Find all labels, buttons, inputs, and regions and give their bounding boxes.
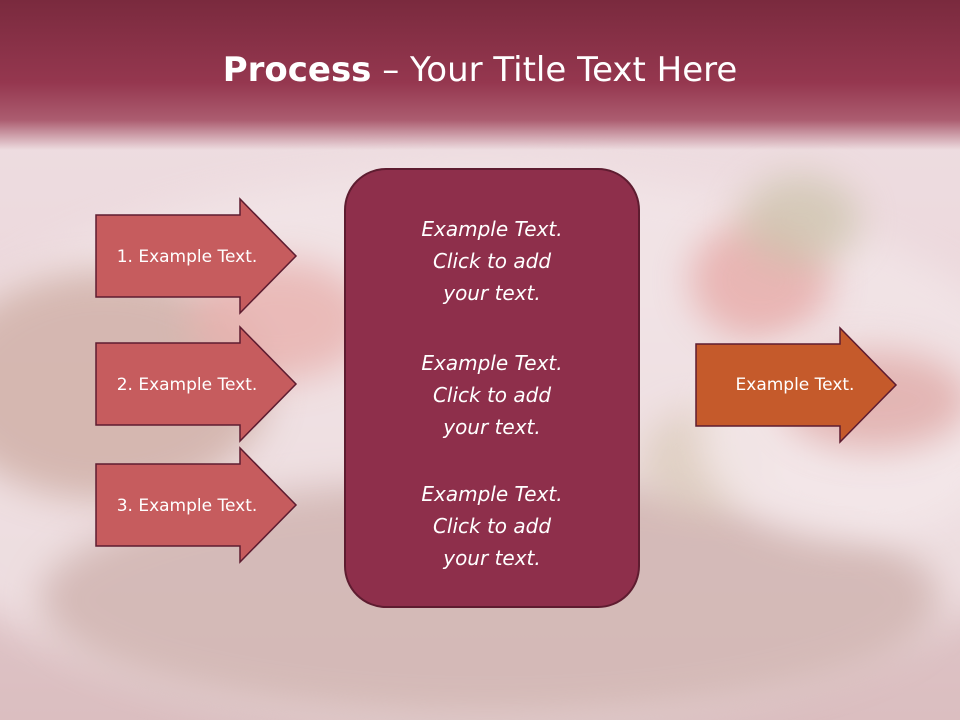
right-arrow[interactable]: Example Text.	[695, 326, 898, 444]
center-text-line: Example Text.	[421, 482, 563, 506]
slide-title[interactable]: Process – Your Title Text Here	[0, 50, 960, 90]
center-text-line: Click to add	[432, 249, 552, 273]
left-arrow-2-shape	[95, 325, 298, 443]
center-text-line: your text.	[443, 281, 541, 305]
center-text-line: Example Text.	[421, 217, 563, 241]
background-food	[740, 175, 860, 265]
left-arrow-1[interactable]: 1. Example Text.	[95, 197, 298, 315]
left-arrow-3-shape	[95, 446, 298, 564]
left-arrow-3[interactable]: 3. Example Text.	[95, 446, 298, 564]
center-text-line: Click to add	[432, 383, 552, 407]
center-text-line: your text.	[443, 546, 541, 570]
center-text-line: Example Text.	[421, 351, 563, 375]
title-rest: – Your Title Text Here	[371, 50, 738, 90]
title-band	[0, 0, 960, 150]
left-arrow-3-label: 3. Example Text.	[117, 496, 258, 516]
center-text-block-1[interactable]: Example Text. Click to add your text.	[344, 213, 640, 309]
left-arrow-1-shape	[95, 197, 298, 315]
right-arrow-shape	[695, 326, 898, 444]
center-text-line: Click to add	[432, 514, 552, 538]
left-arrow-2[interactable]: 2. Example Text.	[95, 325, 298, 443]
center-text-block-3[interactable]: Example Text. Click to add your text.	[344, 478, 640, 574]
center-text-box[interactable]	[344, 168, 640, 608]
center-text-line: your text.	[443, 415, 541, 439]
right-arrow-label: Example Text.	[736, 375, 855, 395]
left-arrow-1-label: 1. Example Text.	[117, 247, 258, 267]
center-text-block-2[interactable]: Example Text. Click to add your text.	[344, 347, 640, 443]
left-arrow-2-label: 2. Example Text.	[117, 375, 258, 395]
title-strong: Process	[222, 50, 372, 90]
